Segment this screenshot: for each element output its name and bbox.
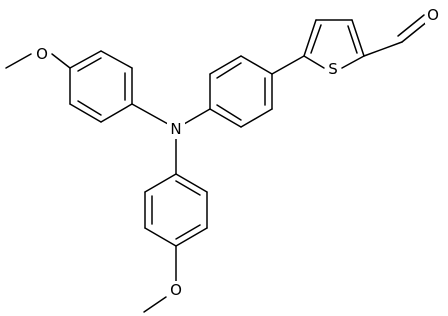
atom-nitrogen: N [167, 120, 185, 139]
bond-o-ring1-top-left [51, 53, 71, 69]
bond-n-ring2 [183, 108, 211, 125]
svg-text:O: O [170, 281, 182, 299]
bond-thiophene-cho [363, 41, 403, 57]
svg-text:S: S [328, 60, 338, 78]
svg-text:O: O [427, 6, 439, 24]
bond-ring2-thiophene [271, 55, 305, 75]
bond-methyl-o-top-left [5, 53, 32, 69]
svg-text:N: N [170, 120, 181, 138]
bond-c-o-aldehyde-1 [401, 20, 429, 43]
bond-o-methyl-bottom [143, 296, 167, 313]
bond-c-o-aldehyde-2 [397, 14, 425, 37]
atom-oxygen-bottom: O [167, 281, 184, 299]
ring-phenyl-bottom [144, 173, 208, 247]
ring-thiophene [303, 19, 365, 69]
ring-phenyl-center [209, 55, 273, 128]
atom-sulfur: S [325, 60, 341, 78]
svg-text:O: O [36, 45, 48, 63]
atom-oxygen-top-left: O [33, 45, 50, 63]
bond-ring1-n [131, 103, 169, 125]
ring-phenyl-top-left [69, 50, 133, 123]
atom-oxygen-aldehyde: O [425, 6, 442, 24]
